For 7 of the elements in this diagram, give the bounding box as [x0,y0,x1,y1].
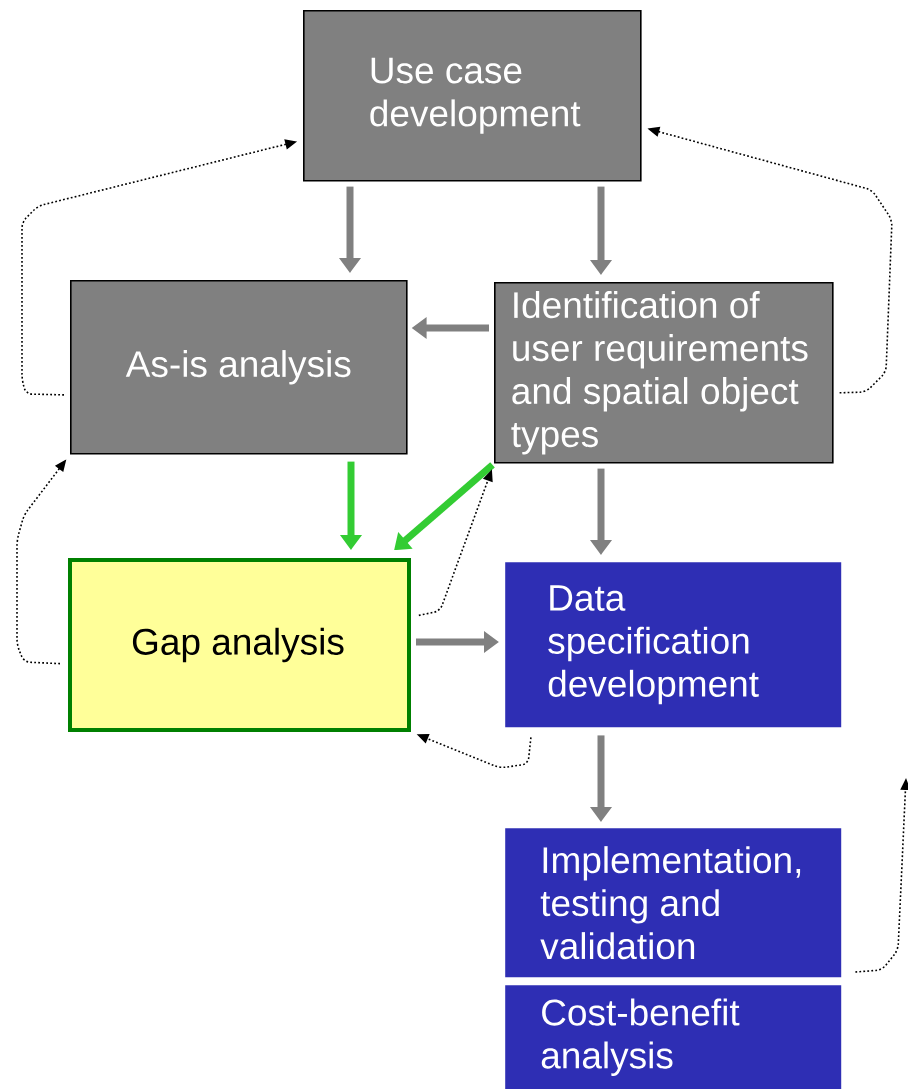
process-box: Data specification development [505,562,842,728]
process-box: Gap analysis [68,558,411,732]
process-box: Identification of user requirements and spatial object types [494,282,834,464]
process-box: Use case development [303,10,642,182]
process-box: As-is analysis [70,280,408,455]
process-box: Cost-benefit analysis [505,985,842,1089]
process-box: Implementation, testing and validation [505,828,842,978]
